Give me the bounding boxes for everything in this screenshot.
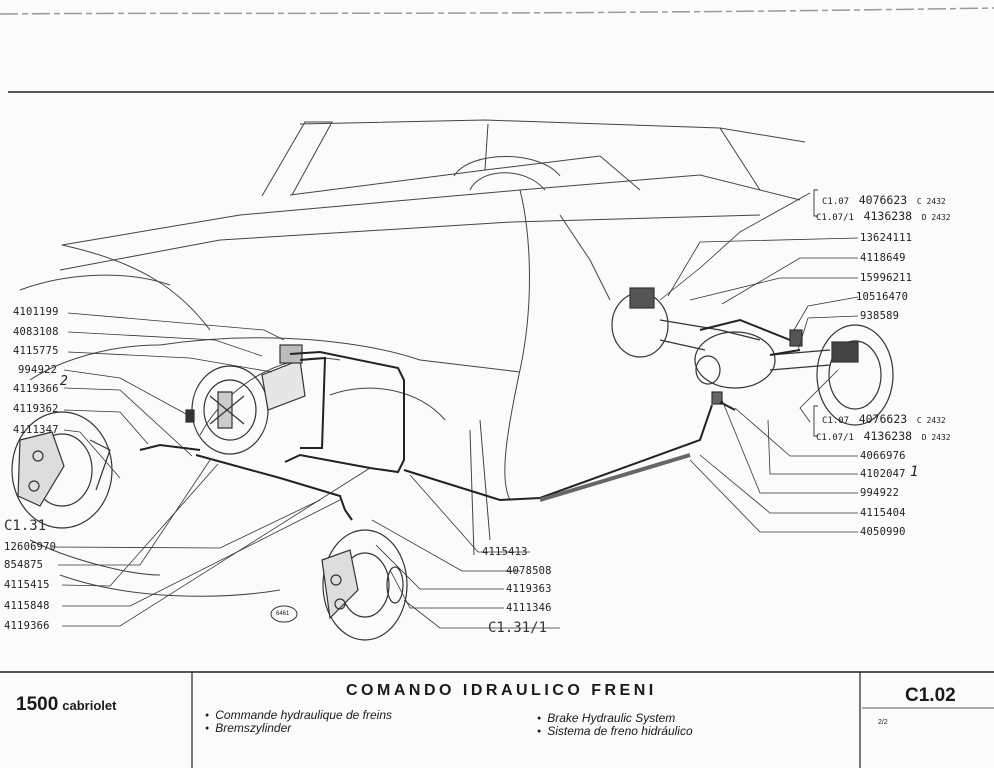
part-label-left-8: 12606970 <box>4 541 57 553</box>
model-number: 1500 <box>16 694 59 715</box>
rear-axle <box>611 287 894 426</box>
part-label-right-7: 4102047 <box>860 468 906 480</box>
part-label-right-10: 4050990 <box>860 526 906 538</box>
front-left-disc-brake <box>11 411 113 529</box>
part-label-left-3: 4115775 <box>13 345 59 357</box>
part-label-left-9: 854875 <box>4 559 44 571</box>
part-label-right-6: 4066976 <box>860 450 906 462</box>
handwritten-annotation-2: 2 <box>60 374 69 389</box>
footer-rules <box>0 671 994 768</box>
part-label-right-5: 938589 <box>860 310 900 322</box>
stamp-oval <box>270 605 298 623</box>
part-label-left-10: 4115415 <box>4 579 50 591</box>
leader-lines <box>51 192 859 629</box>
part-label-left-1: 4101199 <box>13 306 59 318</box>
reference-brackets <box>813 189 818 437</box>
reference-top-2: C1.07/1 4136238 D 2432 <box>816 209 951 223</box>
description-fr: Commande hydraulique de freins <box>205 708 392 722</box>
part-label-right-1: 13624111 <box>860 232 913 244</box>
section-code: C1.02 <box>905 685 956 706</box>
description-en: Brake Hydraulic System <box>537 711 675 725</box>
part-label-bottom-1: 4115413 <box>482 546 528 558</box>
stamp-number: 6461 <box>276 611 290 617</box>
page-title: COMANDO IDRAULICO FRENI <box>346 682 657 699</box>
top-border <box>0 7 994 15</box>
part-label-right-8: 994922 <box>860 487 900 499</box>
part-label-left-6: 4119362 <box>13 403 59 415</box>
section-ref-c131: C1.31 <box>4 518 47 534</box>
part-label-bottom-2: 4078508 <box>506 565 552 577</box>
part-label-left-2: 4083108 <box>13 326 59 338</box>
front-right-disc-brake <box>321 529 408 641</box>
part-label-left-5: 4119366 <box>13 383 59 395</box>
part-label-left-12: 4119366 <box>4 620 50 632</box>
reference-mid-2: C1.07/1 4136238 D 2432 <box>816 429 951 443</box>
page-number: 2/2 <box>878 719 888 726</box>
reference-top-1: C1.07 4076623 C 2432 <box>822 193 946 207</box>
part-label-left-11: 4115848 <box>4 600 50 612</box>
part-label-bottom-4: 4111346 <box>506 602 552 614</box>
section-ref-c1311: C1.31/1 <box>488 620 548 636</box>
part-label-bottom-3: 4119363 <box>506 583 552 595</box>
part-label-left-4: 994922 <box>18 364 58 376</box>
handwritten-annotation-1: 1 <box>910 464 919 480</box>
brake-lines <box>139 318 801 521</box>
part-label-right-4: 10516470 <box>856 291 909 303</box>
reference-mid-1: C1.07 4076623 C 2432 <box>822 412 946 426</box>
part-label-right-9: 4115404 <box>860 507 906 519</box>
brake-booster <box>185 344 306 455</box>
part-label-right-3: 15996211 <box>860 272 913 284</box>
model-variant: cabriolet <box>62 698 117 713</box>
description-de: Bremszylinder <box>205 721 291 735</box>
description-es: Sistema de freno hidráulico <box>537 724 692 738</box>
part-label-right-2: 4118649 <box>860 252 906 264</box>
part-label-left-7: 4111347 <box>13 424 59 436</box>
car-body-outline <box>19 119 806 597</box>
